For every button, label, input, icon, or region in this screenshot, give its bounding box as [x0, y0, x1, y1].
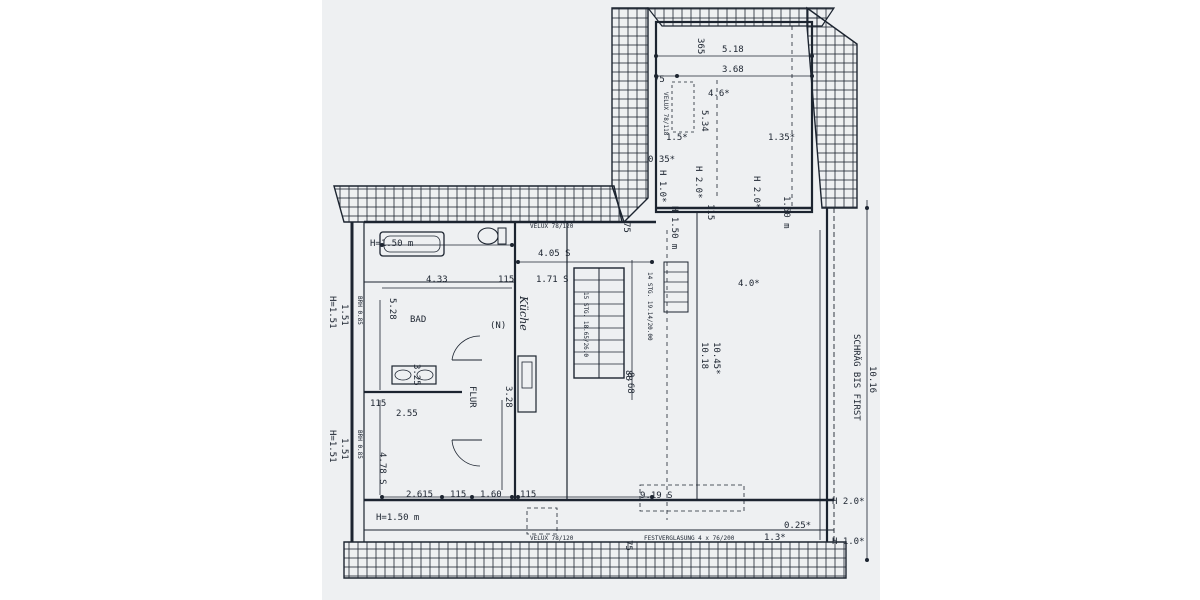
fixtures: [379, 81, 745, 535]
flur-d1: 3.28: [503, 386, 513, 408]
bed-d7: 115: [520, 490, 536, 500]
double-sink: [391, 365, 437, 385]
living-side-text: SCHRÄG BIS FIRST: [851, 334, 862, 421]
living-d1: 10.45*: [711, 342, 721, 375]
bath-d4: 1.71 S: [536, 275, 569, 285]
top-dim-0: 365: [695, 38, 705, 54]
bed-d2: 115: [370, 399, 386, 409]
stairs-label2: 15 STG. 18.65/26.0: [582, 292, 589, 357]
bath-d6: (N): [490, 321, 506, 331]
flur-d3: 88: [623, 370, 633, 381]
bed-d1: 2.55: [396, 409, 418, 419]
bathtub: [379, 231, 445, 257]
kitchen-counter: [517, 355, 537, 413]
living-h1: H 2.0*: [832, 497, 865, 507]
top-dim-12: 115: [705, 204, 715, 220]
floor-plan-drawing: 365 5.18 75 3.68 5.34 1.5* 1.35* 0.35* H…: [327, 6, 877, 579]
bedroom-labels: 2.55 115 4.78 S 2.615 115 1.60 115 H=1.5…: [327, 399, 574, 542]
top-dim-11: H 1.50 m: [669, 206, 679, 249]
bed-brh: BRH 0.85: [356, 430, 363, 459]
living-d2: 10.18: [699, 342, 709, 369]
flur-d2: 3.25: [411, 364, 421, 386]
bath-height-top: H=1.50 m: [370, 239, 413, 249]
flur-labels: FLUR 3.28 3.25 88: [411, 364, 633, 408]
living-d3: 8.68: [625, 372, 635, 394]
top-ceiling: 4.6*: [708, 89, 730, 99]
staircase: [573, 261, 689, 379]
living-d6: 1.3*: [764, 533, 786, 543]
bed-d6: 1.60: [480, 490, 502, 500]
dimension-ticks: [380, 54, 869, 562]
bed-height-bottom: H=1.50 m: [376, 513, 419, 523]
bath-d1: 4.05 S: [538, 249, 571, 259]
floor-plan-sheet: 365 5.18 75 3.68 5.34 1.5* 1.35* 0.35* H…: [322, 0, 880, 600]
living-d5: 0.25*: [784, 521, 811, 531]
top-dim-8: H 1.0*: [657, 170, 667, 203]
stairs-labels: 14 STG. 19.14/20.00 15 STG. 18.65/26.0: [582, 272, 653, 357]
bed-d3: 4.78 S: [377, 452, 387, 485]
bed-cut2: 1.51: [339, 438, 349, 460]
bath-d7: 75: [621, 222, 631, 233]
top-dim-9: H 2.0*: [693, 166, 703, 199]
toilet: [477, 227, 499, 245]
living-d4: 9.19 S: [640, 491, 673, 501]
bed-window-bottom: VELUX 78/120: [530, 535, 574, 542]
dimension-lines: [379, 26, 868, 560]
bath-d2: 4.33: [426, 275, 448, 285]
top-room-labels: 365 5.18 75 3.68 5.34 1.5* 1.35* 0.35* H…: [648, 38, 795, 249]
bath-window-top: VELUX 78/120: [530, 223, 574, 230]
bath-cut1: H=1.51: [327, 296, 337, 329]
bath-brh: BRH 0.85: [356, 296, 363, 325]
top-dim-3: 3.68: [722, 65, 744, 75]
top-window: VELUX 78/118: [662, 92, 669, 136]
top-dim-7: 0.35*: [648, 155, 675, 165]
bath-d3: 115: [498, 275, 514, 285]
bed-d4: 2.615: [406, 490, 433, 500]
top-dim-1: 5.18: [722, 45, 744, 55]
living-height: 4.0*: [738, 279, 760, 289]
kitchen-label: Küche: [517, 295, 530, 331]
top-dim-13: 1.50 m: [781, 196, 791, 229]
flur-label: FLUR: [467, 386, 477, 408]
walls: [350, 20, 835, 542]
top-dim-2: 75: [654, 75, 665, 85]
top-dim-4: 5.34: [699, 110, 709, 132]
bed-cut1: H=1.51: [327, 430, 337, 463]
living-d7: 75: [623, 540, 633, 551]
top-dim-10: H 2.0*: [751, 176, 761, 209]
living-fixed: FESTVERGLASUNG 4 x 76/200: [644, 535, 735, 542]
bath-d5: 5.28: [387, 298, 397, 320]
roof-tile-strips: [333, 6, 858, 579]
bed-d5: 115: [450, 490, 466, 500]
bath-cut2: 1.51: [339, 304, 349, 326]
top-dim-5: 1.5*: [666, 133, 688, 143]
stairs-label1: 14 STG. 19.14/20.00: [646, 272, 653, 341]
top-dim-6: 1.35*: [768, 133, 795, 143]
bath-label: BAD: [410, 315, 426, 325]
bath-labels: H=1.50 m VELUX 78/120 4.05 S 4.33 115 1.…: [327, 222, 631, 331]
living-h2: H 1.0*: [832, 537, 865, 547]
living-labels: 4.0* 10.45* 10.18 8.68 9.19 S SCHRÄG BIS…: [623, 279, 877, 551]
living-side-dim: 10.16: [867, 366, 877, 393]
